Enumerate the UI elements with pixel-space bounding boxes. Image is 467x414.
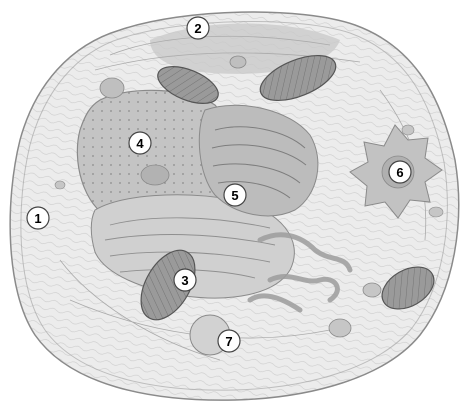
vesicle: [100, 78, 124, 98]
vesicle: [402, 125, 414, 135]
vesicle: [329, 319, 351, 337]
vesicle: [429, 207, 443, 217]
callout-5-label: 5: [231, 188, 238, 203]
callout-3-label: 3: [181, 273, 188, 288]
vesicle: [55, 181, 65, 189]
callout-3: 3: [174, 269, 196, 291]
callout-2: 2: [187, 17, 209, 39]
callout-7-label: 7: [225, 334, 232, 349]
callout-7: 7: [218, 330, 240, 352]
callout-1-label: 1: [34, 211, 41, 226]
callout-6: 6: [389, 161, 411, 183]
callout-1: 1: [27, 207, 49, 229]
callout-4: 4: [129, 132, 151, 154]
vesicle: [363, 283, 381, 297]
vesicle: [230, 56, 246, 68]
nucleolus: [141, 165, 169, 185]
callout-6-label: 6: [396, 165, 403, 180]
callout-4-label: 4: [136, 136, 144, 151]
callout-5: 5: [224, 184, 246, 206]
callout-2-label: 2: [194, 21, 201, 36]
